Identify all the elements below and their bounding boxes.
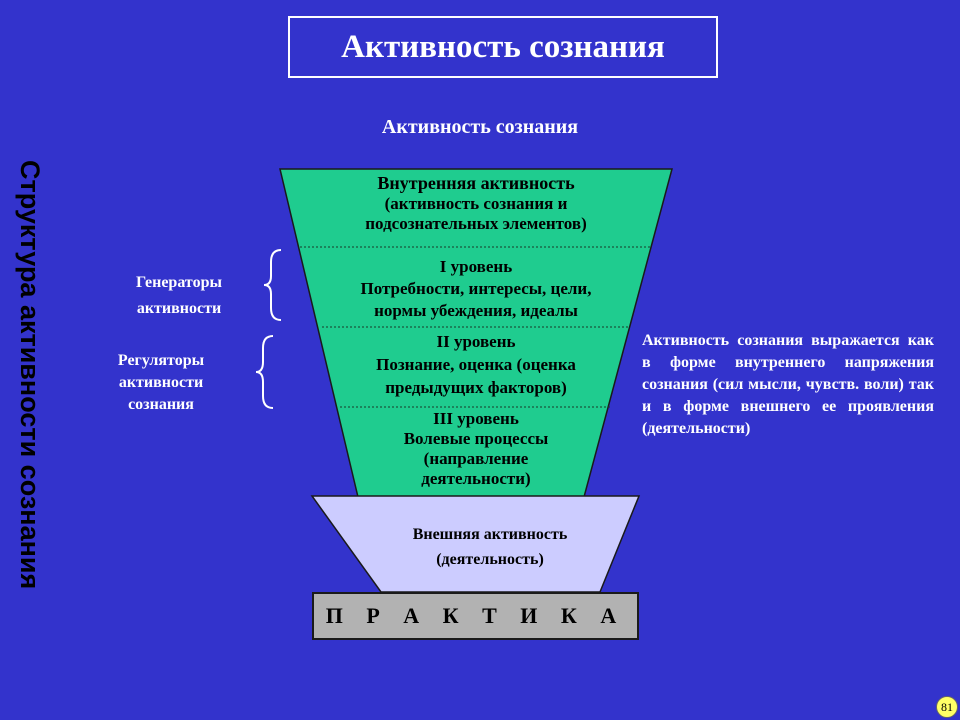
outer-activity-line2: (деятельность): [436, 551, 544, 568]
regulators-line3: сознания: [128, 396, 194, 413]
diagram-subtitle: Активность сознания: [381, 116, 579, 138]
side-title: Структура активности сознания: [15, 160, 45, 590]
level1-heading: I уровень: [439, 257, 513, 276]
outer-activity-text: Внешняя активность (деятельность): [360, 522, 620, 572]
level3-heading: III уровень: [433, 409, 519, 428]
practice-label: П Р А К Т И К А: [325, 603, 626, 628]
level1-line1: Потребности, интересы, цели,: [360, 279, 592, 298]
page-number: 81: [941, 699, 953, 714]
level2-text: II уровень Познание, оценка (оценка пред…: [330, 330, 622, 399]
generators-line2: активности: [136, 300, 222, 317]
level3-line3: деятельности): [421, 469, 531, 488]
inner-activity-line2: подсознательных элементов): [365, 214, 587, 233]
regulators-label: Регуляторы активности сознания: [86, 350, 236, 416]
inner-activity-heading: Внутренняя активность: [377, 173, 575, 193]
page-number-badge: 81: [936, 696, 958, 718]
level1-line2: нормы убеждения, идеалы: [374, 301, 578, 320]
inner-activity-text: Внутренняя активность (активность сознан…: [300, 173, 652, 234]
level2-line2: предыдущих факторов): [385, 378, 567, 397]
slide-title: Активность сознания: [341, 28, 665, 65]
level2-line1: Познание, оценка (оценка: [376, 355, 576, 374]
generators-line1: Генераторы: [136, 274, 222, 291]
generators-brace: [263, 249, 282, 321]
regulators-brace: [255, 335, 274, 409]
level2-heading: II уровень: [436, 332, 516, 351]
description-text: Активность сознания выражается как в фор…: [642, 332, 934, 437]
generators-label: Генераторы активности: [104, 270, 254, 322]
level3-line1: Волевые процессы: [403, 429, 549, 448]
title-box: Активность сознания: [288, 16, 718, 78]
outer-activity-line1: Внешняя активность: [412, 526, 568, 543]
inner-activity-line1: (активность сознания и: [384, 194, 568, 213]
practice-box: П Р А К Т И К А: [312, 592, 639, 640]
level3-line2: (направление: [423, 449, 529, 468]
level1-text: I уровень Потребности, интересы, цели, н…: [310, 256, 642, 322]
level3-text: III уровень Волевые процессы (направлени…: [346, 409, 606, 489]
regulators-line1: Регуляторы: [117, 352, 205, 369]
regulators-line2: активности: [118, 374, 204, 391]
